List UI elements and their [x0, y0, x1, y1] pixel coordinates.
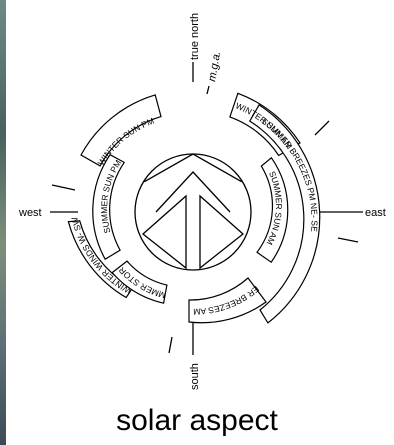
diagram-title: solar aspect	[0, 404, 394, 438]
west-label: west	[18, 207, 42, 219]
mga-line	[207, 86, 209, 94]
arrow-right-half	[200, 196, 243, 268]
mga-label: m.g.a.	[206, 50, 223, 82]
south-label: south	[189, 363, 201, 390]
tick-nw	[52, 185, 75, 190]
east-label: east	[365, 207, 386, 219]
true-north-label: true north	[189, 13, 201, 60]
arrow-chevron-inner	[156, 172, 230, 212]
arrow-left-half	[143, 196, 186, 268]
arrow-chevron-outer	[144, 154, 241, 182]
tick-s	[169, 337, 172, 353]
winter-sun-pm-segment	[81, 95, 161, 166]
tick-ne	[315, 121, 329, 135]
tick-se	[338, 238, 358, 242]
